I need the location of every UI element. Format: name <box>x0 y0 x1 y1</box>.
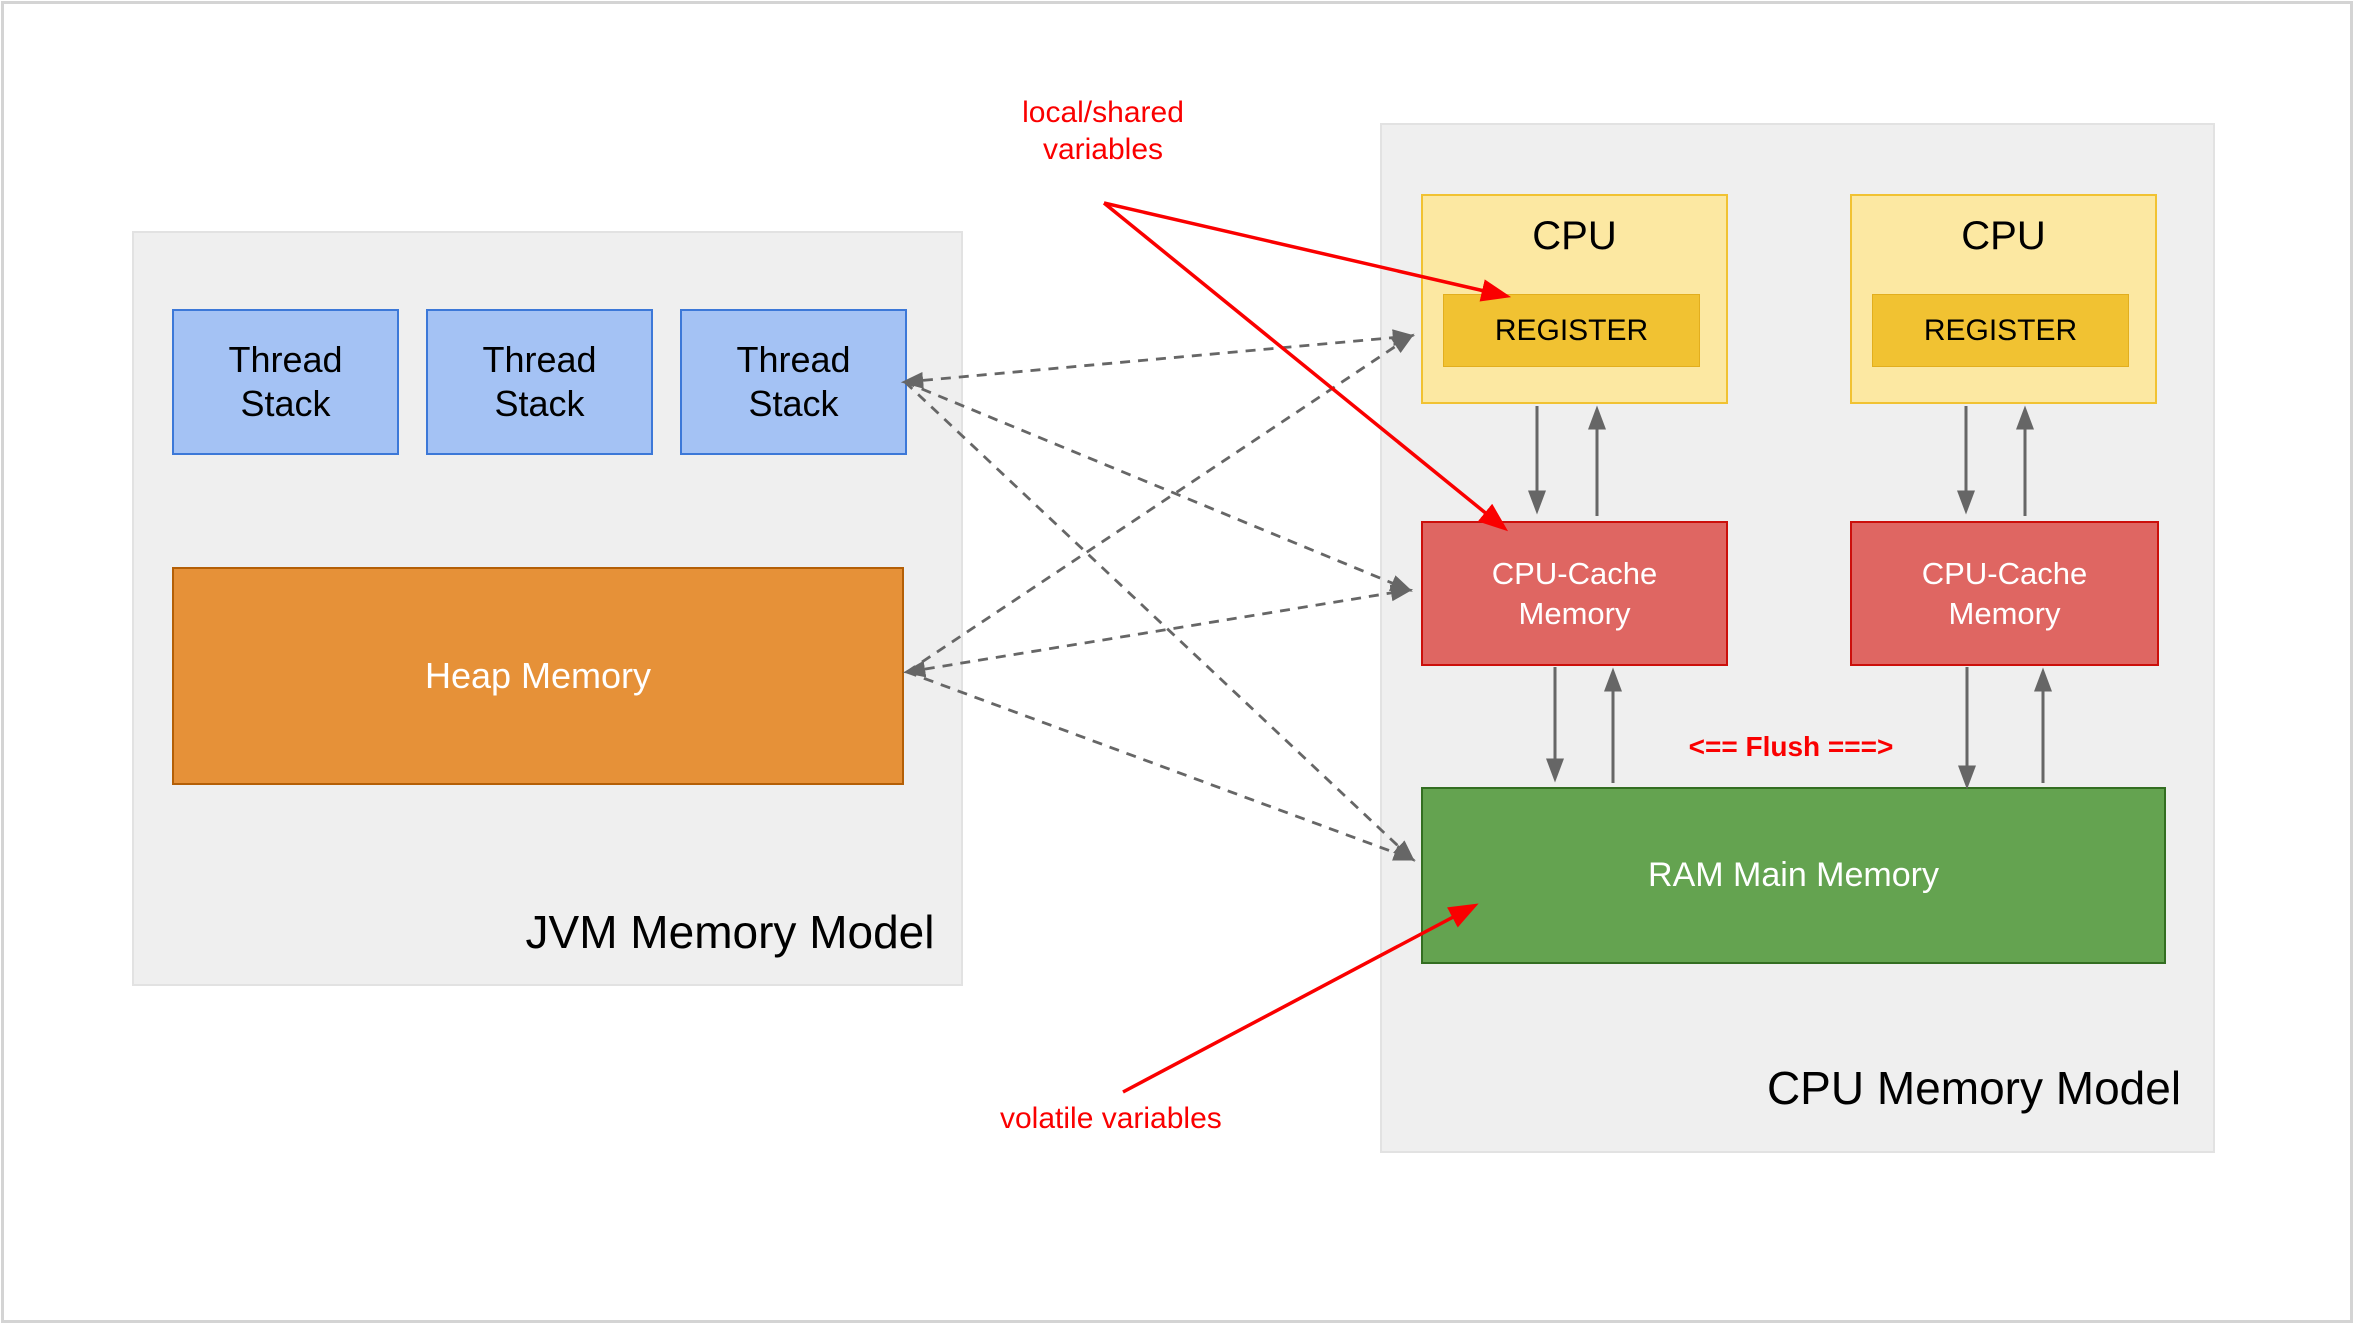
register-box-1: REGISTER <box>1443 294 1700 367</box>
ram-main-memory-box: RAM Main Memory <box>1421 787 2166 964</box>
dashed-arrow-heap-register <box>906 333 1415 674</box>
dashed-arrow-stack-ram <box>904 380 1416 862</box>
volatile-variables-annotation: volatile variables <box>1000 1102 1222 1135</box>
local-shared-line1: local/shared <box>1022 96 1184 129</box>
cpu-box-2: CPU REGISTER <box>1850 194 2157 404</box>
flush-annotation: <== Flush ===> <box>1688 731 1894 762</box>
jvm-panel-title: JVM Memory Model <box>525 906 935 958</box>
dashed-arrow-heap-cache <box>902 584 1414 678</box>
thread-stack-box-1: Thread Stack <box>172 309 399 455</box>
thread-stack-box-2: Thread Stack <box>426 309 653 455</box>
ram-main-memory-label: RAM Main Memory <box>1648 856 1939 894</box>
heap-memory-box: Heap Memory <box>172 567 904 785</box>
cache-label-2-line1: CPU-Cache <box>1921 555 2088 591</box>
dashed-arrow-stack-register <box>900 329 1416 389</box>
register-label-1: REGISTER <box>1494 313 1649 347</box>
cache-label-1-line2: Memory <box>1518 595 1631 631</box>
jvm-memory-model-panel: Thread Stack Thread Stack Thread Stack H… <box>132 231 963 986</box>
dashed-arrow-stack-cache <box>904 380 1413 592</box>
thread-stack-label-3: Thread Stack <box>736 339 851 424</box>
cache-label-2-line2: Memory <box>1948 595 2061 631</box>
cpu-cache-memory-box-1: CPU-Cache Memory <box>1421 521 1728 666</box>
local-shared-variables-annotation: local/shared variables <box>953 94 1253 168</box>
thread-stack-label-1: Thread Stack <box>228 339 343 424</box>
heap-memory-label: Heap Memory <box>424 655 652 696</box>
local-shared-line2: variables <box>1042 133 1164 166</box>
register-box-2: REGISTER <box>1872 294 2129 367</box>
thread-stack-box-3: Thread Stack <box>680 309 907 455</box>
thread-stack-label-2: Thread Stack <box>482 339 597 424</box>
cpu-label-1: CPU <box>1532 214 1617 258</box>
cpu-label-2: CPU <box>1961 214 2046 258</box>
cpu-cache-memory-box-2: CPU-Cache Memory <box>1850 521 2159 666</box>
cpu-box-1: CPU REGISTER <box>1421 194 1728 404</box>
register-label-2: REGISTER <box>1923 313 2078 347</box>
cpu-panel-title: CPU Memory Model <box>1766 1062 2182 1114</box>
cpu-memory-model-panel: CPU REGISTER CPU REGISTER CPU-Cache Memo… <box>1380 123 2215 1153</box>
dashed-arrow-heap-ram <box>906 670 1416 861</box>
cache-label-1-line1: CPU-Cache <box>1491 555 1658 591</box>
